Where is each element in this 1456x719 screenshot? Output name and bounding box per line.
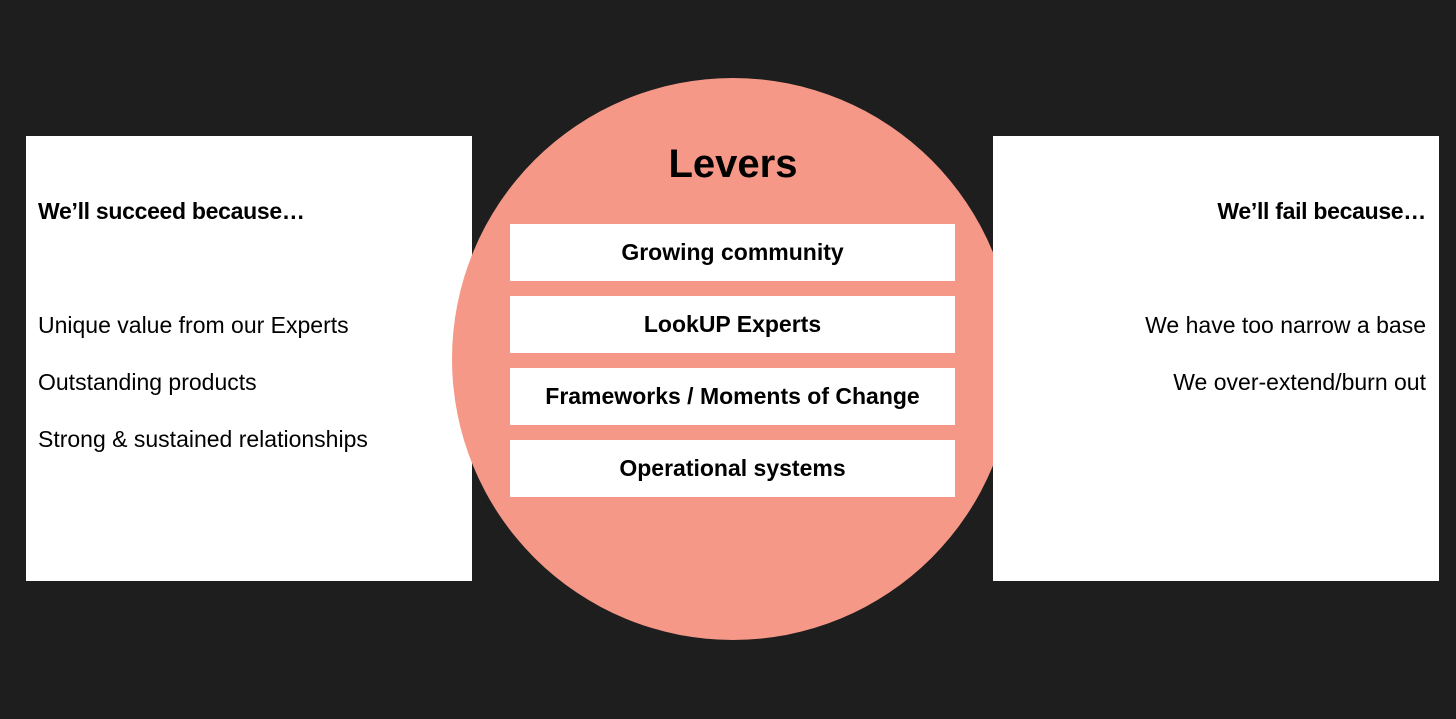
- lever-box-growing-community: Growing community: [510, 224, 955, 281]
- success-heading: We’ll succeed because…: [38, 198, 305, 224]
- success-item: Unique value from our Experts: [38, 312, 349, 338]
- success-item: Outstanding products: [38, 369, 257, 395]
- lever-label: Operational systems: [619, 455, 846, 481]
- lever-label: Frameworks / Moments of Change: [545, 383, 920, 409]
- failure-list: We have too narrow a base We over-extend…: [1145, 308, 1426, 422]
- failure-item: We have too narrow a base: [1145, 312, 1426, 338]
- success-list: Unique value from our Experts Outstandin…: [38, 308, 368, 479]
- failure-item: We over-extend/burn out: [1173, 369, 1426, 395]
- lever-box-frameworks: Frameworks / Moments of Change: [510, 368, 955, 425]
- failure-heading: We’ll fail because…: [1217, 198, 1426, 224]
- success-item: Strong & sustained relationships: [38, 426, 368, 452]
- lever-box-operational-systems: Operational systems: [510, 440, 955, 497]
- failure-panel: We’ll fail because… We have too narrow a…: [993, 136, 1439, 581]
- success-panel: We’ll succeed because… Unique value from…: [26, 136, 472, 581]
- lever-box-lookup-experts: LookUP Experts: [510, 296, 955, 353]
- lever-label: Growing community: [621, 239, 844, 265]
- levers-circle: [452, 78, 1014, 640]
- lever-label: LookUP Experts: [643, 311, 822, 337]
- levers-title: Levers: [668, 142, 798, 186]
